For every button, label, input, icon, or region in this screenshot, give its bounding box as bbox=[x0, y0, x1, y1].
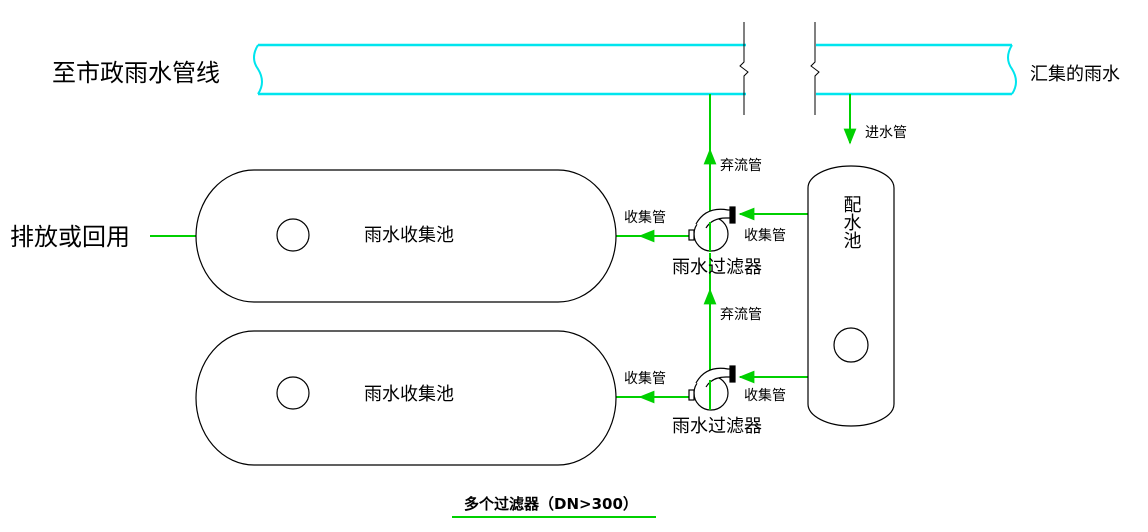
label-collect-pipe-lower-left: 收集管 bbox=[624, 370, 666, 387]
municipal-pipe bbox=[253, 43, 1017, 96]
label-inlet-pipe: 进水管 bbox=[865, 125, 907, 141]
label-to-municipal: 至市政雨水管线 bbox=[52, 59, 220, 87]
label-tank-upper: 雨水收集池 bbox=[364, 225, 454, 246]
label-collected-rainwater: 汇集的雨水 bbox=[1030, 64, 1120, 85]
tank-opening-upper bbox=[276, 218, 310, 252]
pipe-break-lines bbox=[739, 22, 820, 115]
label-filter-upper: 雨水过滤器 bbox=[672, 257, 762, 278]
label-discard-pipe-upper: 弃流管 bbox=[720, 158, 762, 174]
label-discharge-reuse: 排放或回用 bbox=[10, 223, 130, 251]
distribution-tank bbox=[807, 165, 895, 427]
label-tank-lower: 雨水收集池 bbox=[364, 384, 454, 405]
tank-opening-lower bbox=[276, 376, 310, 410]
label-collect-pipe-upper-right: 收集管 bbox=[744, 227, 786, 244]
label-distribution-tank: 配水池 bbox=[841, 195, 862, 249]
caption-text: 多个过滤器（DN>300） bbox=[464, 495, 638, 513]
collection-tank-lower bbox=[195, 330, 617, 466]
label-discard-pipe-lower: 弃流管 bbox=[720, 307, 762, 323]
label-collect-pipe-upper-left: 收集管 bbox=[624, 209, 666, 226]
rain-filter-lower bbox=[688, 365, 736, 411]
rain-filter-upper bbox=[688, 206, 736, 252]
collection-tank-upper bbox=[195, 169, 617, 303]
label-filter-lower: 雨水过滤器 bbox=[672, 416, 762, 437]
label-collect-pipe-lower-right: 收集管 bbox=[744, 387, 786, 404]
distribution-tank-opening bbox=[833, 327, 869, 363]
